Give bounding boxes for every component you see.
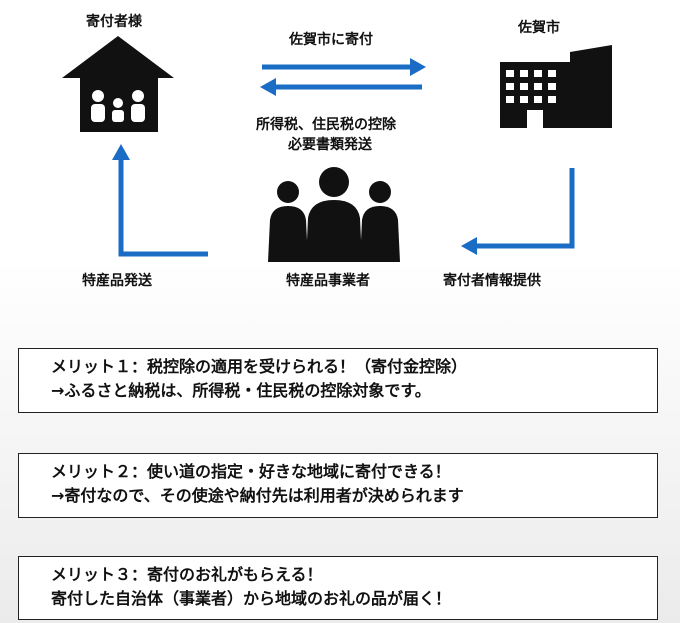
merit-3-detail: 寄付した自治体（事業者）から地域のお礼の品が届く！ (51, 589, 452, 608)
merit-box-3: メリット３：寄付のお礼がもらえる！ 寄付した自治体（事業者）から地域のお礼の品が… (18, 556, 658, 620)
arrowhead-to-donor (260, 78, 276, 96)
city-label: 佐賀市 (518, 20, 560, 36)
arrowhead-to-city (410, 58, 426, 76)
arrow-provider-to-donor (118, 158, 208, 257)
provider-label: 特産品事業者 (286, 273, 370, 289)
arrowhead-to-donor-up (112, 144, 130, 160)
ship-label: 特産品発送 (82, 273, 152, 289)
merit-3-title: メリット３：寄付のお礼がもらえる！ (51, 565, 323, 584)
info-label: 寄付者情報提供 (443, 273, 541, 289)
house-family-icon (62, 36, 174, 132)
flow-diagram (62, 36, 612, 262)
documents-label: 必要書類発送 (288, 137, 372, 153)
merit-1-detail: →ふるさと納税は、所得税・住民税の控除対象です。 (51, 381, 431, 400)
people-group-icon (268, 167, 400, 262)
merit-2-title: メリット２：使い道の指定・好きな地域に寄付できる！ (51, 462, 451, 481)
merit-1-title: メリット１：税控除の適用を受けられる！（寄付金控除） (51, 357, 468, 376)
merit-box-2: メリット２：使い道の指定・好きな地域に寄付できる！ →寄付なので、その使途や納付… (18, 453, 658, 518)
merit-box-1: メリット１：税控除の適用を受けられる！（寄付金控除） →ふるさと納税は、所得税・… (18, 348, 658, 413)
merit-2-detail: →寄付なので、その使途や納付先は利用者が決められます (51, 486, 464, 505)
building-icon (500, 45, 612, 128)
arrowhead-to-provider (461, 237, 477, 255)
donor-label: 寄付者様 (86, 14, 142, 30)
donate-label: 佐賀市に寄付 (289, 32, 373, 48)
deduction-label: 所得税、住民税の控除 (256, 117, 396, 133)
flow-arrows (118, 64, 575, 257)
arrow-city-to-provider (475, 168, 575, 249)
